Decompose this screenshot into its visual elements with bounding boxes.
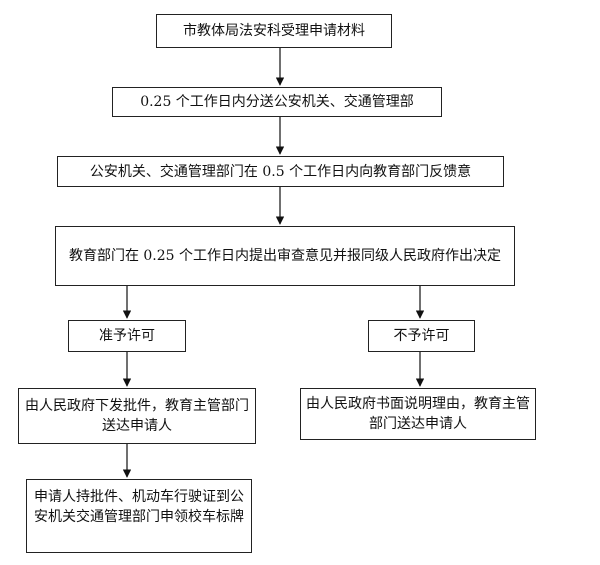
step-2-text: 0.25 个工作日内分送公安机关、交通管理部 — [140, 94, 414, 110]
deny-next-text: 由人民政府书面说明理由，教育主管部门送达申请人 — [306, 396, 530, 432]
approve-box: 准予许可 — [68, 320, 186, 352]
approve-next-box: 由人民政府下发批件，教育主管部门送达申请人 — [18, 388, 256, 444]
step-3-box: 公安机关、交通管理部门在 0.5 个工作日内向教育部门反馈意 — [57, 156, 504, 187]
step-4-text: 教育部门在 0.25 个工作日内提出审查意见并报同级人民政府作出决定 — [68, 248, 502, 264]
final-box: 申请人持批件、机动车行驶证到公安机关交通管理部门申领校车标牌 — [26, 479, 252, 553]
approve-next-text: 由人民政府下发批件，教育主管部门送达申请人 — [25, 398, 249, 434]
final-text: 申请人持批件、机动车行驶证到公安机关交通管理部门申领校车标牌 — [34, 489, 244, 525]
step-2-box: 0.25 个工作日内分送公安机关、交通管理部 — [112, 87, 442, 117]
deny-next-box: 由人民政府书面说明理由，教育主管部门送达申请人 — [300, 388, 536, 440]
step-1-text: 市教体局法安科受理申请材料 — [183, 23, 365, 39]
deny-box: 不予许可 — [368, 320, 475, 352]
step-1-box: 市教体局法安科受理申请材料 — [156, 14, 392, 48]
deny-text: 不予许可 — [393, 328, 450, 344]
approve-text: 准予许可 — [99, 328, 155, 344]
step-3-text: 公安机关、交通管理部门在 0.5 个工作日内向教育部门反馈意 — [89, 163, 472, 180]
step-4-box: 教育部门在 0.25 个工作日内提出审查意见并报同级人民政府作出决定 — [55, 226, 515, 286]
